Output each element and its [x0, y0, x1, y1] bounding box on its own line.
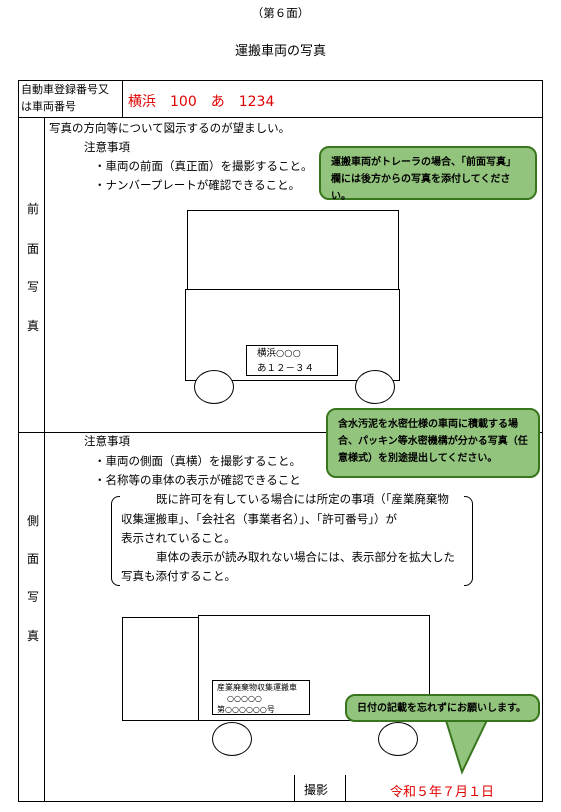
- wheel-front: [378, 722, 418, 756]
- bracket-line: 表示されていること。: [121, 531, 236, 545]
- photo-date-label: 撮影: [304, 783, 329, 797]
- side-sign: 産業廃棄物収集運搬車 ○○○○○ 第○○○○○○号: [212, 680, 310, 715]
- bracket-line: 車体の表示が読み取れない場合には、表示部分を拡大した: [156, 550, 455, 564]
- page-number-label: （第６面）: [251, 6, 310, 20]
- bracket-line: 既に許可を有している場合には所定の事項（「産業廃棄物: [156, 492, 449, 506]
- bracket-right: [464, 496, 473, 586]
- side-label-char: 真: [26, 629, 39, 643]
- side-sign-line2: ○○○○○: [227, 694, 262, 703]
- photo-table: [18, 80, 543, 802]
- side-label-char: 写: [26, 590, 39, 604]
- front-intro-text: 写真の方向等について図示するのが望ましい。: [49, 121, 291, 135]
- bracket-left: [111, 496, 120, 586]
- front-label-char: 面: [26, 242, 39, 256]
- registration-label-line2: は車両番号: [21, 100, 76, 113]
- front-note-item: ・ナンバープレートが確認できること。: [94, 178, 301, 192]
- truck-cab-side: [122, 617, 200, 721]
- front-note-item: ・車両の前面（真正面）を撮影すること。: [94, 159, 313, 173]
- bracket-line: 収集運搬車」、「会社名（事業者名）」、「許可番号」）が: [121, 512, 397, 526]
- side-sign-line3: 第○○○○○○号: [217, 705, 275, 714]
- trailer-callout: 運搬車両がトレーラの場合、「前面写真」欄には後方からの写真を添付してください。: [319, 146, 537, 202]
- page-title: 運搬車両の写真: [234, 44, 326, 59]
- plate-line2: あ１２－３４: [257, 363, 315, 374]
- truck-cab-front: [187, 210, 399, 291]
- license-plate: 横浜○○○ あ１２－３４: [246, 345, 338, 376]
- plate-line1: 横浜○○○: [257, 348, 301, 359]
- side-note-item: ・名称等の車体の表示が確認できること: [94, 473, 301, 487]
- front-label-char: 真: [26, 319, 39, 333]
- front-label-char: 前: [26, 202, 39, 216]
- side-note-item: ・車両の側面（真横）を撮影すること。: [94, 454, 301, 468]
- side-sign-line1: 産業廃棄物収集運搬車: [217, 683, 297, 692]
- wheel-right: [355, 370, 395, 404]
- side-notes-title: 注意事項: [84, 434, 130, 448]
- wheel-rear: [212, 722, 252, 756]
- bracket-line: 写真も添付すること。: [121, 569, 236, 583]
- registration-label-line1: 自動車登録番号又: [21, 83, 109, 96]
- side-label-char: 面: [26, 552, 39, 566]
- side-label-char: 側: [26, 514, 39, 528]
- wheel-left: [194, 370, 234, 404]
- registration-value: 横浜 100 あ 1234: [128, 94, 275, 110]
- front-label-char: 写: [26, 280, 39, 294]
- date-callout: 日付の記載を忘れずにお願いします。: [345, 694, 540, 722]
- front-notes-title: 注意事項: [84, 140, 130, 154]
- sludge-callout: 含水汚泥を水密仕様の車両に積載する場合、パッキン等水密機構が分かる写真（任意様式…: [326, 408, 540, 478]
- photo-date-value: 令和５年７月１日: [390, 785, 495, 800]
